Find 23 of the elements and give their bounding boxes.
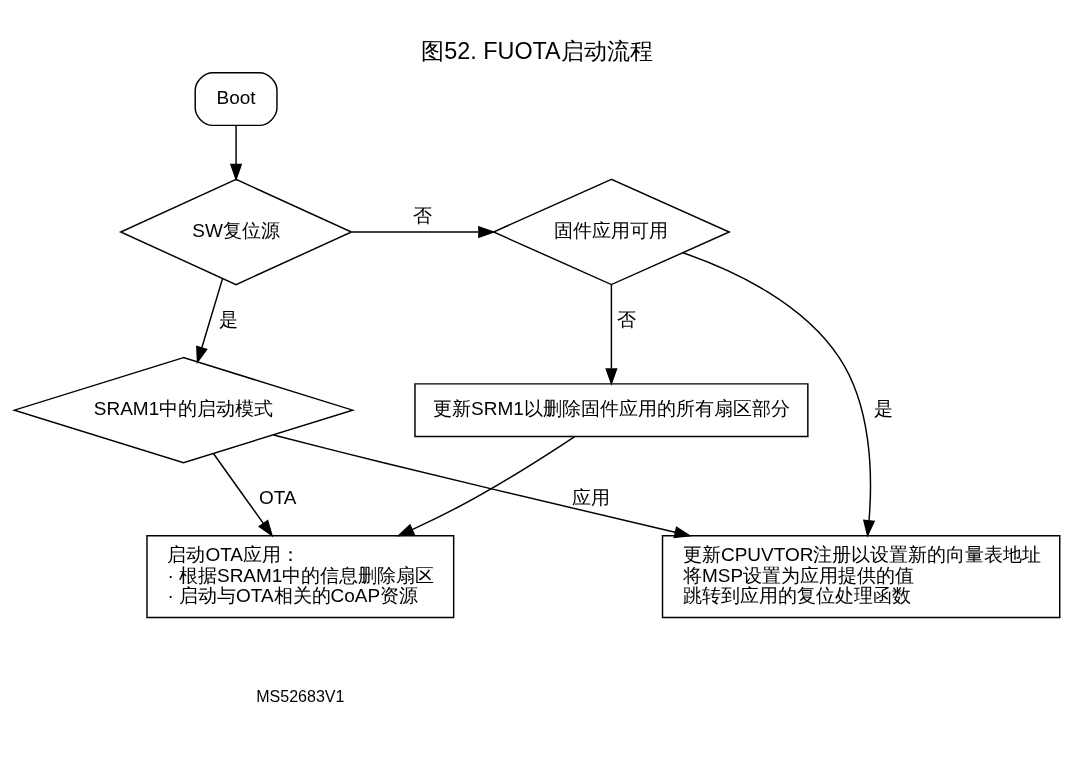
label: MS52683V1 — [256, 686, 345, 705]
arrow — [682, 251, 876, 538]
edge-label: 否 — [413, 204, 433, 226]
edge-label: 是 — [218, 308, 238, 330]
node-box: 更新CPUVTOR注册以设置新的向量表地址 将MSP设置为应用提供的值 跳转到应用的复位处理函数 — [661, 534, 1061, 618]
node-box: 更新SRM1以删除固件应用的所有扇区部分 — [414, 382, 809, 437]
arrow — [351, 225, 496, 238]
arrow — [212, 452, 274, 537]
edge-label: 应用 — [571, 486, 610, 508]
arrow — [605, 283, 618, 386]
arrow — [272, 433, 692, 538]
node-box: Boot — [194, 71, 278, 126]
edge-label: 是 — [874, 397, 894, 419]
node-box: 启动OTA应用： · 根据SRAM1中的信息删除扇区 · 启动与OTA相关的CoAP资源 — [146, 534, 455, 618]
arrow — [229, 124, 243, 181]
edge-label: OTA — [258, 486, 297, 508]
node-diamond: 固件应用可用 — [491, 178, 732, 285]
arrow — [396, 435, 576, 537]
node-diamond: SRAM1中的启动模式 — [11, 356, 356, 463]
edge-label: 否 — [617, 308, 637, 330]
node-diamond: SW复位源 — [118, 178, 354, 285]
diagram-title: 图52. FUOTA启动流程 — [421, 37, 653, 64]
arrow — [196, 277, 224, 364]
